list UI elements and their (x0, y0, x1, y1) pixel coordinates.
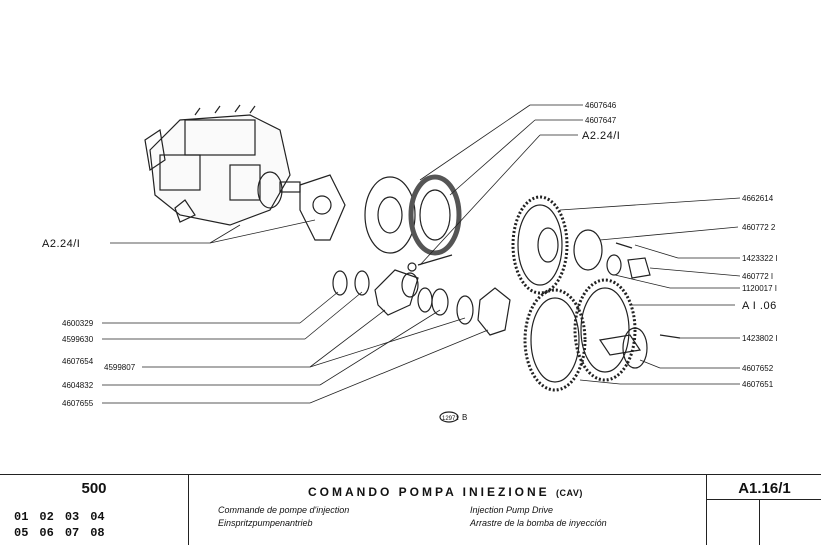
figure-suffix: B (462, 413, 467, 422)
divider (707, 499, 821, 500)
cover-plate-drawing (364, 174, 462, 256)
label-4607651: 4607651 (742, 380, 774, 389)
title-es: Arrastre de la bomba de inyección (470, 518, 607, 528)
code: 05 (14, 526, 29, 540)
page-reference: A1.16/1 (738, 480, 791, 497)
bearing-set-drawing (332, 254, 511, 336)
label-4599630: 4599630 (62, 335, 94, 344)
label-a2-24-right: A2.24/I (582, 130, 620, 142)
code: 04 (90, 510, 105, 524)
title-block: 500 01 02 03 04 05 06 07 08 COMANDO POMP… (0, 474, 821, 545)
codes-row-1: 01 02 03 04 (0, 509, 188, 525)
label-4607652: 4607652 (742, 364, 774, 373)
title-de: Einspritzpumpenantrieb (218, 518, 313, 528)
label-4599807: 4599807 (104, 363, 136, 372)
label-4607721: 460772 I (742, 272, 773, 281)
injection-pump-drawing (144, 104, 301, 226)
exploded-parts-diagram: 4607646 4607647 A2.24/I 4662614 460772 2… (42, 101, 778, 423)
model-number: 500 (81, 480, 107, 497)
main-title: COMANDO POMPA INIEZIONE (CAV) (308, 485, 583, 499)
code: 02 (39, 510, 54, 524)
label-14233221: 1423322 I (742, 254, 778, 263)
title-fr: Commande de pompe d'injection (218, 505, 350, 515)
label-4604832: 4604832 (62, 381, 94, 390)
label-11200171: 1120017 I (742, 284, 777, 293)
version-codes: 01 02 03 04 05 06 07 08 (0, 509, 188, 541)
label-4607722: 460772 2 (742, 223, 776, 232)
label-4607647: 4607647 (585, 116, 617, 125)
page-ref-cell: A1.16/1 (706, 475, 821, 545)
divider (759, 499, 760, 545)
leader-lines (419, 104, 741, 385)
label-4607646: 4607646 (585, 101, 617, 110)
code: 06 (39, 526, 54, 540)
codes-row-2: 05 06 07 08 (0, 525, 188, 541)
title-en: Injection Pump Drive (470, 505, 554, 515)
pump-flange-drawing (299, 174, 346, 241)
label-4662614: 4662614 (742, 194, 774, 203)
lower-gears-drawing (523, 278, 681, 392)
main-title-sub: (CAV) (556, 488, 583, 498)
model-cell: 500 01 02 03 04 05 06 07 08 (0, 475, 189, 545)
title-cell: COMANDO POMPA INIEZIONE (CAV) Commande d… (188, 475, 706, 545)
code: 03 (64, 510, 80, 524)
figure-id: 12971 (442, 416, 459, 422)
main-title-text: COMANDO POMPA INIEZIONE (308, 485, 550, 499)
code: 08 (90, 526, 105, 540)
code: 07 (64, 526, 80, 540)
label-4600329: 4600329 (62, 319, 94, 328)
label-4607655: 4607655 (62, 399, 94, 408)
upper-gear-drawing (511, 195, 651, 295)
label-14238021: 1423802 I (742, 334, 778, 343)
code: 01 (14, 510, 29, 524)
label-a1-06: A I .06 (742, 300, 777, 312)
label-4607654: 4607654 (62, 357, 94, 366)
label-a2-24-left: A2.24/I (42, 238, 80, 250)
